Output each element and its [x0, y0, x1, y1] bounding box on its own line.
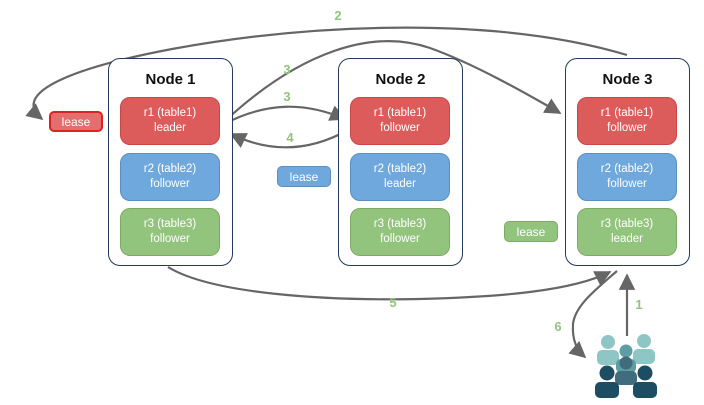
lease-label: lease	[516, 224, 546, 239]
node-3-replica-r1: r1 (table1) follower	[577, 97, 677, 145]
node-2-replica-r2: r2 (table2) leader	[350, 153, 450, 201]
node-1-title: Node 1	[145, 71, 196, 88]
arrow-step4-node2-to-node1	[229, 129, 349, 149]
replica-role: leader	[384, 178, 416, 190]
step-label-3a: 3	[283, 62, 291, 77]
lease-label: lease	[61, 114, 91, 129]
step-label-3b: 3	[283, 89, 291, 104]
arrow-step5-node1-to-node3	[167, 266, 612, 301]
user-front-right	[633, 365, 657, 398]
user-front-left	[595, 365, 619, 398]
users-icon	[595, 334, 657, 398]
step-label-1: 1	[635, 297, 643, 312]
step-label-2: 2	[334, 8, 342, 23]
lease-badge-table2: lease	[277, 166, 331, 187]
node-1: Node 1 r1 (table1) leader r2 (table2) fo…	[108, 58, 233, 266]
replica-role: leader	[154, 122, 186, 134]
node-3: Node 3 r1 (table1) follower r2 (table2) …	[565, 58, 690, 266]
node-2: Node 2 r1 (table1) follower r2 (table2) …	[338, 58, 463, 266]
replica-name: r1 (table1)	[600, 106, 654, 119]
replica-role: follower	[380, 122, 420, 134]
node-1-replica-r3: r3 (table3) follower	[120, 208, 220, 256]
replica-role: follower	[380, 233, 420, 245]
node-2-replica-r1: r1 (table1) follower	[350, 97, 450, 145]
arrow-step3-node1-to-node3	[225, 40, 562, 121]
replica-role: leader	[611, 233, 643, 245]
user-front-center	[615, 356, 637, 385]
user-back-right	[633, 334, 655, 364]
replica-name: r1 (table1)	[143, 106, 197, 119]
step-label-4: 4	[286, 130, 294, 145]
step-label-5: 5	[389, 295, 397, 310]
replica-name: r3 (table3)	[600, 217, 654, 230]
replica-name: r2 (table2)	[373, 162, 427, 175]
arrow-step3-node1-to-node2	[225, 105, 347, 124]
arrow-step2-node3-to-lease-table1	[25, 26, 628, 121]
replica-name: r3 (table3)	[143, 217, 197, 230]
lease-badge-table1: lease	[49, 111, 103, 132]
user-back-left	[597, 335, 619, 365]
replica-role: follower	[150, 233, 190, 245]
step-label-6: 6	[554, 319, 562, 334]
replica-name: r3 (table3)	[373, 217, 427, 230]
replica-role: follower	[150, 178, 190, 190]
node-2-title: Node 2	[375, 71, 426, 88]
node-3-replica-r2: r2 (table2) follower	[577, 153, 677, 201]
node-1-replica-r1: r1 (table1) leader	[120, 97, 220, 145]
node-3-title: Node 3	[602, 71, 653, 88]
node-1-replica-r2: r2 (table2) follower	[120, 153, 220, 201]
arrow-step6-node3-to-users	[568, 270, 618, 359]
replica-name: r2 (table2)	[600, 162, 654, 175]
lease-badge-table3: lease	[504, 221, 558, 242]
replica-name: r1 (table1)	[373, 106, 427, 119]
replica-name: r2 (table2)	[143, 162, 197, 175]
replica-role: follower	[607, 122, 647, 134]
node-2-replica-r3: r3 (table3) follower	[350, 208, 450, 256]
lease-label: lease	[289, 169, 319, 184]
node-3-replica-r3: r3 (table3) leader	[577, 208, 677, 256]
replica-role: follower	[607, 178, 647, 190]
